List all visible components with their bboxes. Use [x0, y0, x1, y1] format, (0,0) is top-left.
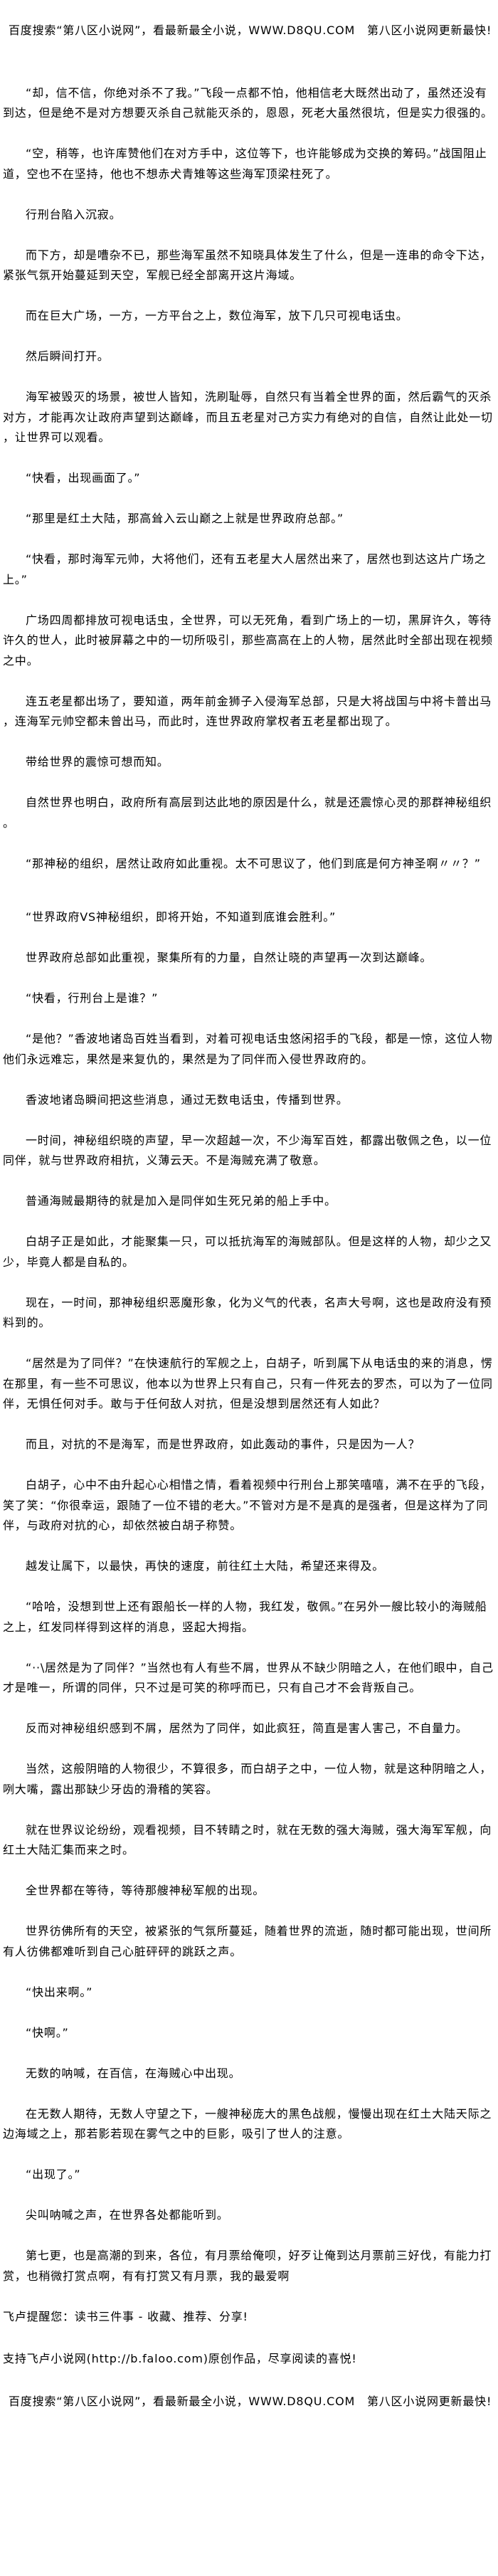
paragraph: “世界政府VS神秘组织，即将开始，不知道到底谁会胜利。”: [26, 910, 337, 924]
paragraph: 而在巨大广场，一方，一方平台之上，数位海军，放下几只可视电话虫。: [26, 309, 408, 322]
paragraph: 一时间，神秘组织晓的声望，早一次超越一次，不少海军百姓，都露出敬佩之色，以一位同…: [3, 1133, 492, 1168]
paragraph: 在无数人期待，无数人守望之下，一艘神秘庞大的黑色战舰，慢慢出现在红土大陆天际之边…: [3, 2106, 492, 2141]
paragraph: “那里是红土大陆，那高耸入云山巅之上就是世界政府总部。”: [26, 512, 344, 525]
paragraph: 第七更，也是高潮的到来，各位，有月票给俺呗，好歹让俺到达月票前三好伐，有能力打赏…: [3, 2249, 492, 2283]
paragraph: “快啊。”: [26, 2025, 69, 2039]
support-notice: 支持飞卢小说网(http://b.faloo.com)原创作品，尽享阅读的喜悦!: [3, 2352, 357, 2365]
paragraph: 世界彷佛所有的天空，被紧张的气氛所蔓延，随着世界的流逝，随时都可能出现，世间所有…: [3, 1924, 492, 1958]
page: 百度搜索“第八区小说网”，看最新最全小说，WWW.D8QU.COM 第八区小说网…: [3, 23, 494, 2408]
paragraph: 反而对神秘组织感到不屑，居然为了同伴，如此疯狂，简直是害人害己，不自量力。: [26, 1721, 468, 1735]
paragraph: 就在世界议论纷纷，观看视频，目不转睛之时，就在无数的强大海贼，强大海军军舰，向红…: [3, 1822, 492, 1857]
paragraph: “却，信不信，你绝对杀不了我。”飞段一点都不怕，他相信老大既然出动了，虽然还没有…: [3, 85, 493, 120]
paragraph: 香波地诸岛瞬间把这些消息，通过无数电话虫，传播到世界。: [26, 1092, 349, 1107]
paragraph: 世界政府总部如此重视，聚集所有的力量，自然让晓的声望再一次到达巅峰。: [26, 951, 433, 964]
paragraph: “出现了。”: [26, 2168, 81, 2181]
paragraph: 尖叫呐喊之声，在世界各处都能听到。: [26, 2208, 229, 2222]
paragraph: “居然是为了同伴？”在快速航行的军舰之上，白胡子，听到属下从电话虫的来的消息，愣…: [3, 1356, 493, 1410]
paragraph: 带给世界的震惊可想而知。: [26, 755, 169, 769]
paragraph: 当然，这般阴暗的人物很少，不算很多，而白胡子之中，一位人物，就是这种阴暗之人，咧…: [3, 1762, 492, 1796]
paragraph: 广场四周都排放可视电话虫，全世界，可以无死角，看到广场上的一切，黑屏许久，等待许…: [3, 613, 493, 667]
paragraph: 白胡子，心中不由升起心心相惜之情，看着视频中行刑台上那笑嘻嘻，满不在乎的飞段，笑…: [3, 1478, 492, 1532]
paragraph: “哈哈，没想到世上还有跟船长一样的人物，我红发，敬佩。”在另外一艘比较小的海贼船…: [3, 1600, 487, 1634]
paragraph: 现在，一时间，那神秘组织恶魔形象，化为义气的代表，名声大号啊，这也是政府没有预料…: [3, 1295, 492, 1330]
paragraph: “快出来啊。”: [26, 1985, 93, 1999]
paragraph: “是他？”香波地诸岛百姓当看到，对着可视电话虫悠闲招手的飞段，都是一惊，这位人物…: [3, 1032, 493, 1066]
paragraph: “快看，出现画面了。”: [26, 471, 141, 485]
paragraph: 全世界都在等待，等待那艘神秘军舰的出现。: [26, 1884, 265, 1897]
site-banner-bottom: 百度搜索“第八区小说网”，看最新最全小说，WWW.D8QU.COM 第八区小说网…: [9, 2394, 492, 2408]
paragraph: 自然世界也明白，政府所有高层到达此地的原因是什么，就是还震惊心灵的那群神秘组织。: [3, 796, 492, 830]
paragraph: 越发让属下，以最快，再快的速度，前往红土大陆，希望还来得及。: [26, 1559, 385, 1573]
chapter-body: “却，信不信，你绝对杀不了我。”飞段一点都不怕，他相信老大既然出动了，虽然还没有…: [3, 83, 494, 2287]
reading-reminder: 飞卢提醒您：读书三件事 - 收藏、推荐、分享!: [3, 2309, 248, 2323]
paragraph: 而且，对抗的不是海军，而是世界政府，如此轰动的事件，只是因为一人？: [26, 1437, 420, 1451]
paragraph: 无数的呐喊，在百信，在海贼心中出现。: [26, 2066, 241, 2080]
paragraph: “··\居然是为了同伴？”当然也有人有些不屑，世界从不缺少阴暗之人，在他们眼中，…: [3, 1660, 494, 1695]
paragraph: 白胡子正是如此，才能聚集一只，可以抵抗海军的海贼部队。但是这样的人物，却少之又少…: [3, 1235, 492, 1269]
paragraph: “那神秘的组织，居然让政府如此重视。太不可思议了，他们到底是何方神圣啊〃〃？”: [26, 856, 481, 870]
site-banner-top: 百度搜索“第八区小说网”，看最新最全小说，WWW.D8QU.COM 第八区小说网…: [9, 23, 492, 37]
paragraph: “空，稍等，也许库赞他们在对方手中，这位等下，也许能够成为交换的筹码。”战国阻止…: [3, 147, 487, 181]
paragraph: 普通海贼最期待的就是加入是同伴如生死兄弟的船上手中。: [26, 1194, 337, 1208]
paragraph: “快看，那时海军元帅，大将他们，还有五老星大人居然出来了，居然也到达这片广场之上…: [3, 552, 487, 586]
paragraph: 行刑台陷入沉寂。: [26, 207, 122, 221]
paragraph: 海军被毁灭的场景，被世人皆知，洗刷耻辱，自然只有当着全世界的面，然后霸气的灭杀对…: [3, 390, 493, 444]
paragraph: 连五老星都出场了，要知道，两年前金狮子入侵海军总部，只是大将战国与中将卡普出马，…: [3, 694, 492, 729]
paragraph: 然后瞬间打开。: [26, 349, 110, 363]
paragraph: “快看，行刑台上是谁？”: [26, 991, 159, 1005]
paragraph: 而下方，却是嘈杂不已，那些海军虽然不知晓具体发生了什么，但是一连串的命令下达，紧…: [3, 248, 492, 283]
